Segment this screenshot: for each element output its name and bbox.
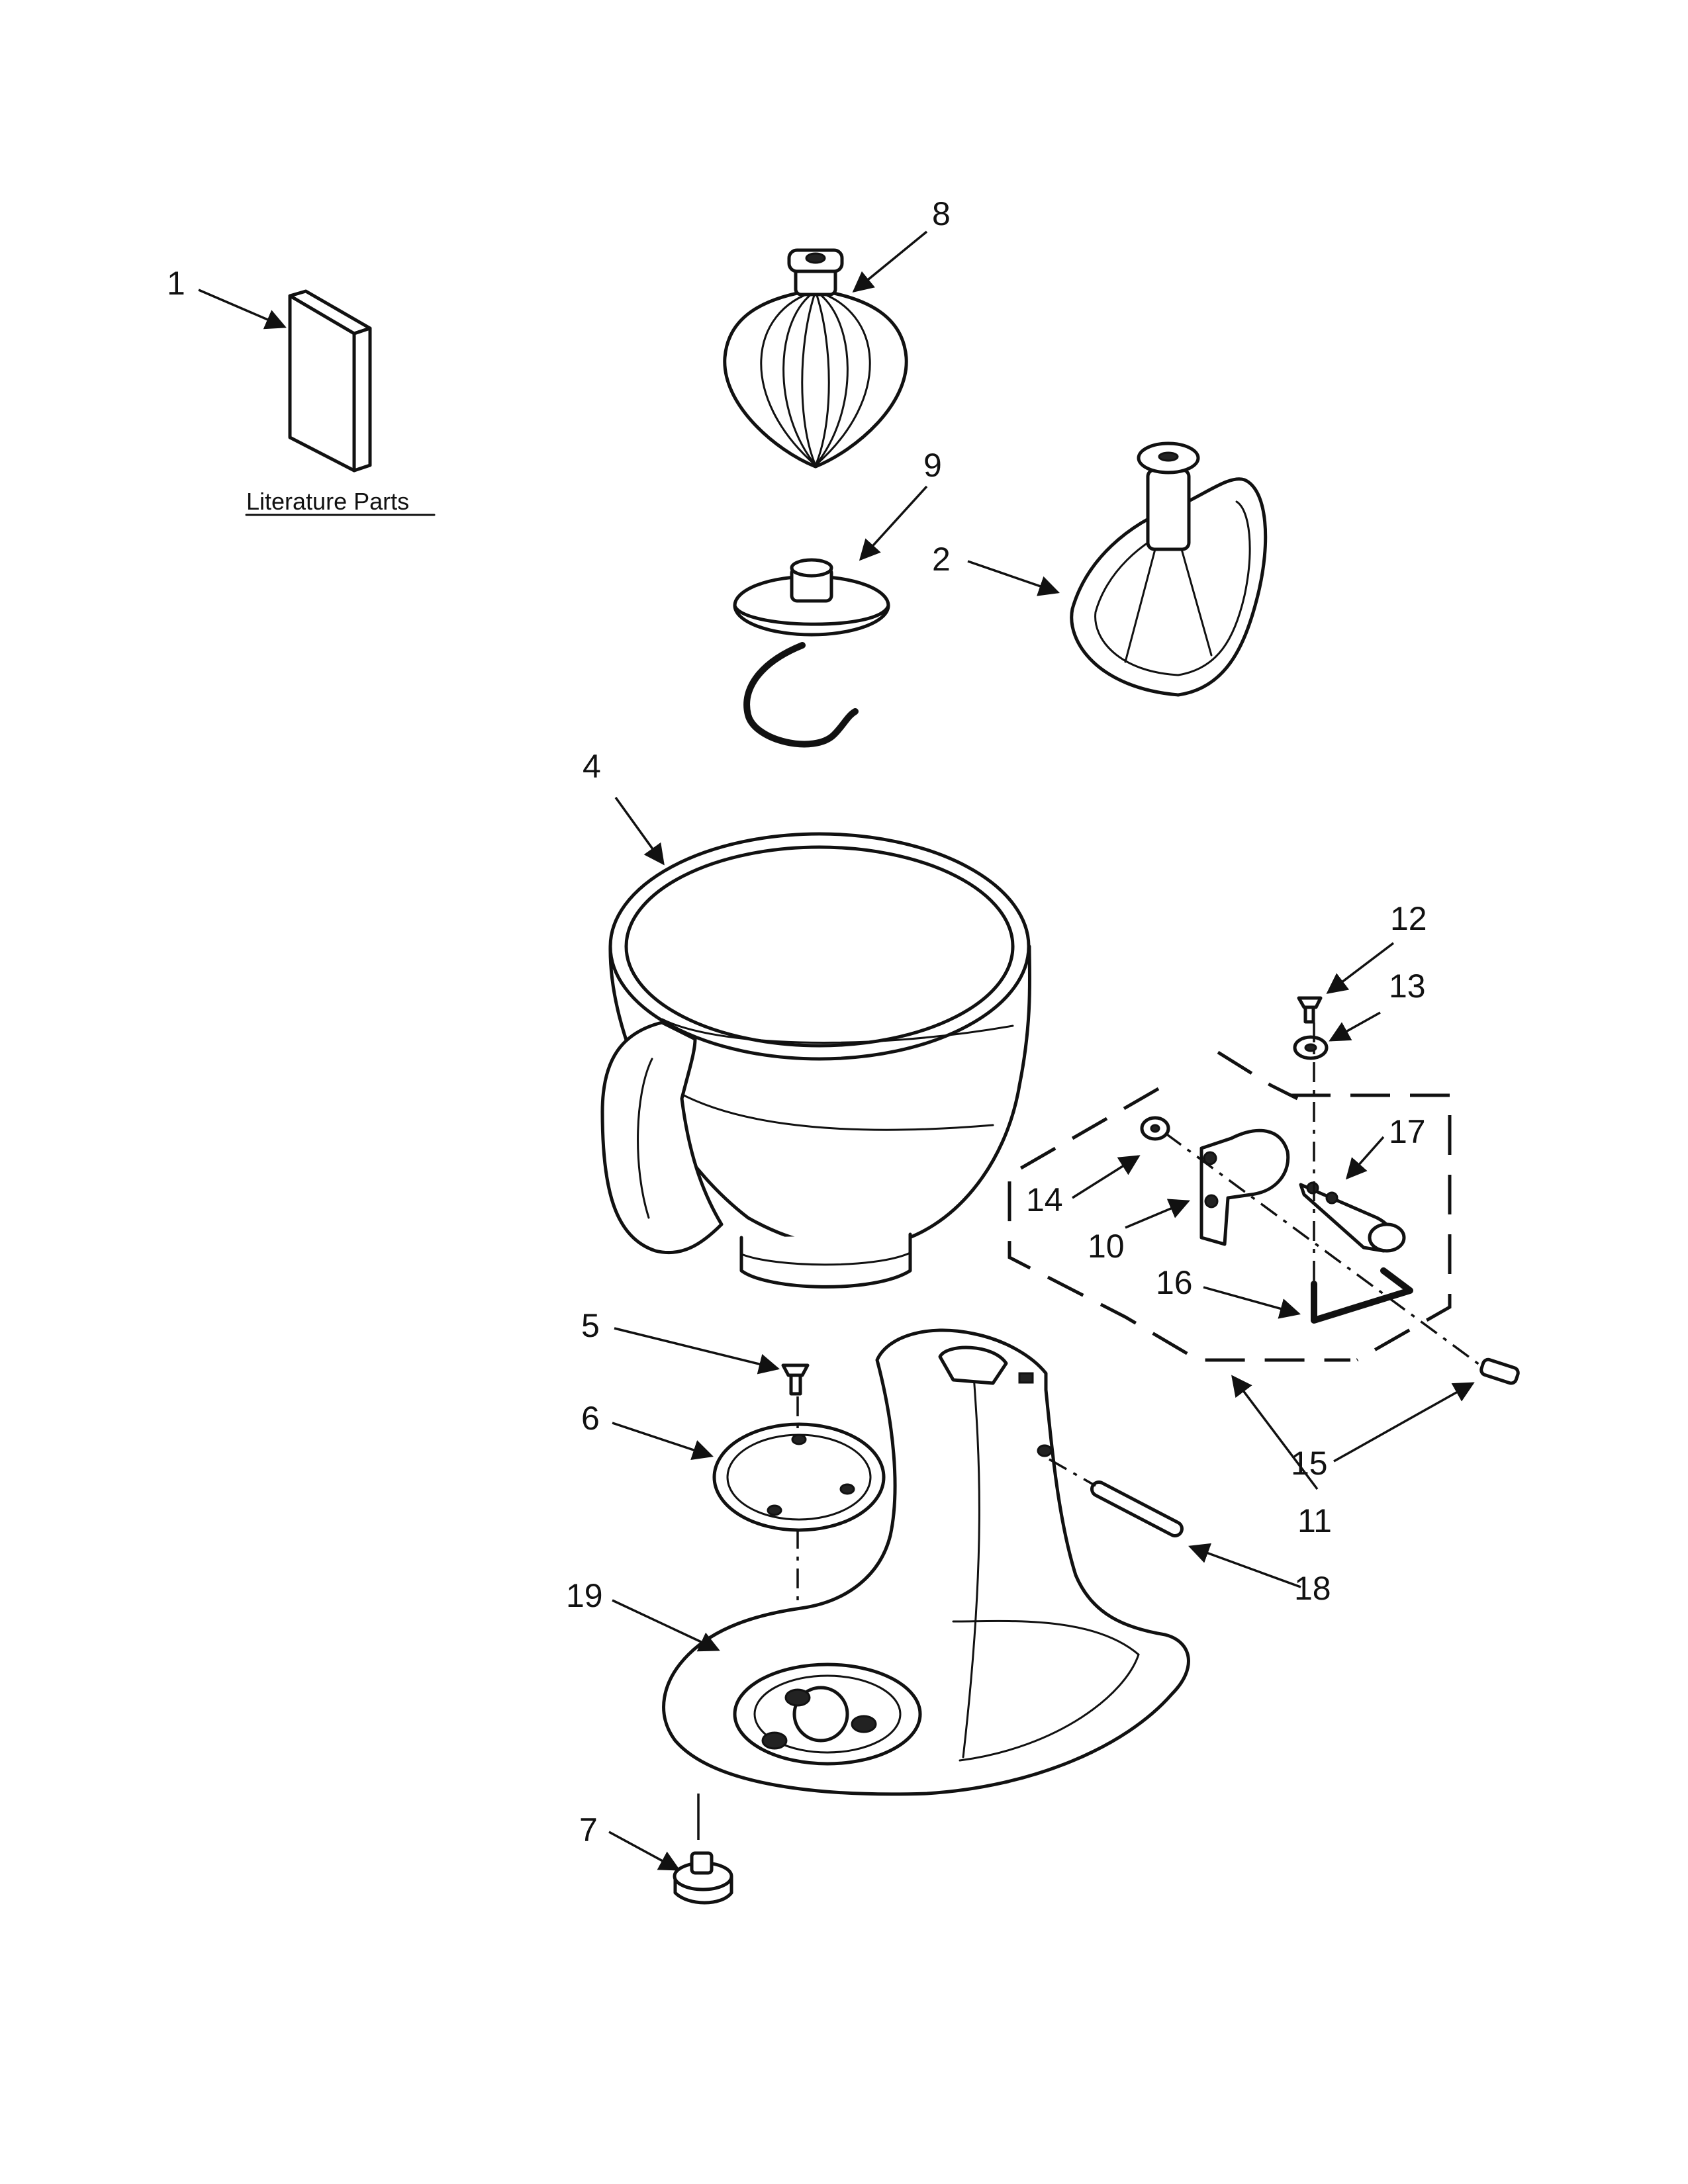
part-label-5: 5 [581, 1307, 600, 1344]
part-label-7: 7 [579, 1811, 598, 1848]
part-label-8: 8 [932, 195, 951, 232]
part-label-6: 6 [581, 1400, 600, 1437]
mixing-bowl: 4 [583, 748, 1032, 1289]
clamp-plate: 6 [581, 1400, 886, 1532]
screw-5: 5 [581, 1307, 810, 1396]
dough-hook: 9 [733, 447, 942, 748]
part-label-4: 4 [583, 748, 601, 785]
flat-beater: 2 [932, 441, 1268, 697]
part-label-14: 14 [1026, 1181, 1063, 1218]
part-label-12: 12 [1390, 900, 1427, 937]
part-label-1: 1 [167, 265, 185, 302]
part-label-13: 13 [1389, 968, 1426, 1005]
part-label-19: 19 [566, 1577, 603, 1614]
rubber-foot: 7 [579, 1794, 733, 1905]
literature-caption: Literature Parts [246, 488, 409, 515]
hinge-pin: 18 [1049, 1458, 1331, 1607]
part-label-15: 15 [1291, 1445, 1328, 1482]
part-label-18: 18 [1294, 1570, 1331, 1607]
wire-whip: 8 [723, 195, 951, 469]
literature-booklet: 1 Literature Parts [167, 265, 436, 516]
part-label-11: 11 [1297, 1502, 1332, 1539]
part-label-16: 16 [1156, 1264, 1193, 1301]
part-label-10: 10 [1088, 1228, 1125, 1265]
pouring-shield-assembly: 12 13 17 14 10 16 15 11 [1008, 900, 1520, 1539]
part-label-17: 17 [1389, 1113, 1426, 1150]
pedestal-base: 19 [566, 1328, 1190, 1796]
part-label-2: 2 [932, 541, 951, 578]
part-label-9: 9 [923, 447, 942, 484]
